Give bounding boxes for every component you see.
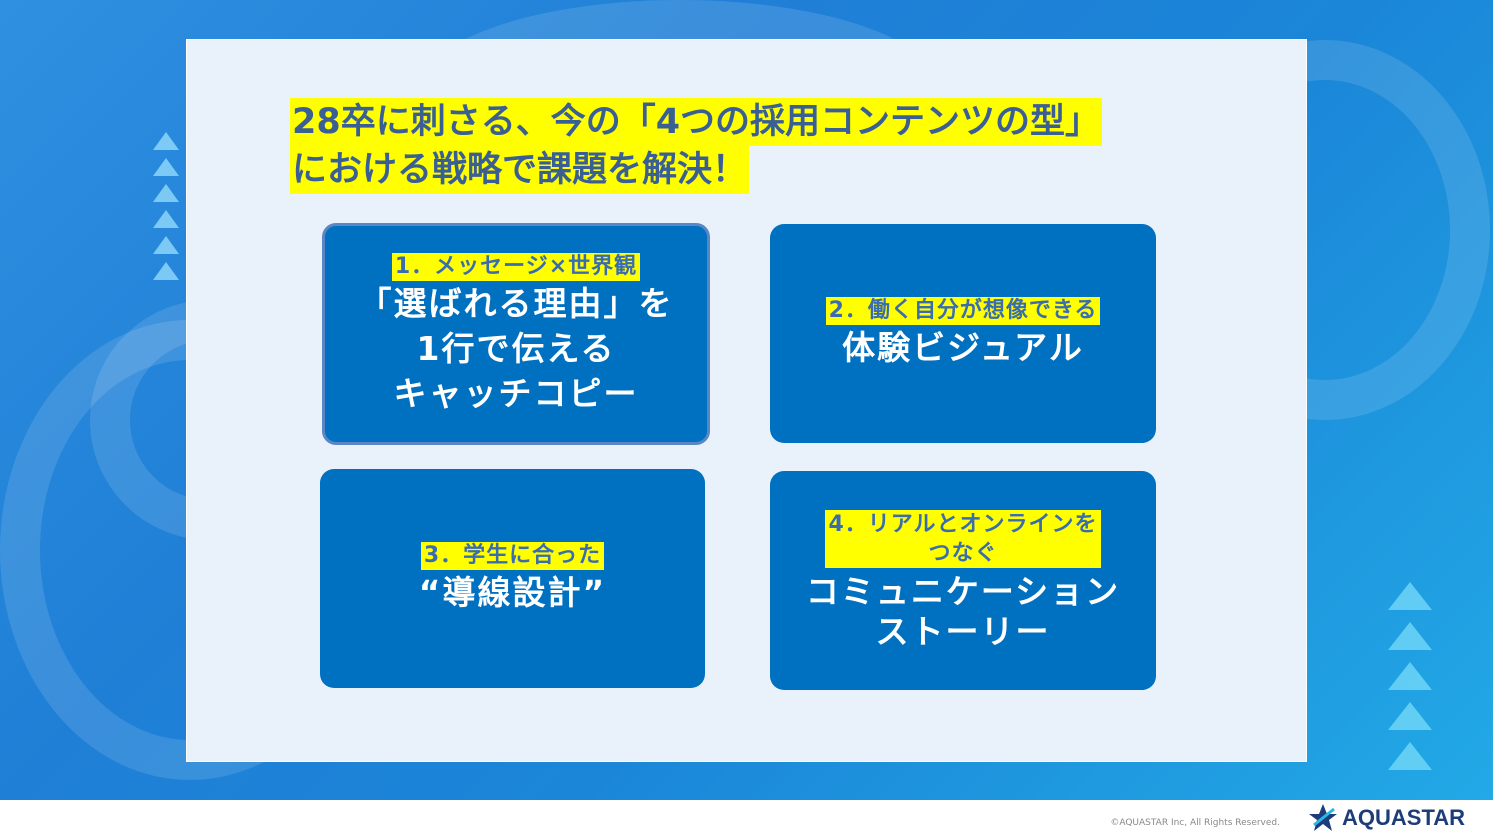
triangle-icon — [153, 262, 179, 280]
triangle-icon — [153, 184, 179, 202]
copyright: ©AQUASTAR Inc, All Rights Reserved. — [1110, 818, 1280, 828]
footer — [0, 800, 1493, 840]
card-catchcopy[interactable]: 1．メッセージ×世界観 「選ばれる理由」を 1行で伝える キャッチコピー — [322, 223, 710, 445]
triangle-icon — [1388, 622, 1432, 650]
card-text: 「選ばれる理由」を 1行で伝える キャッチコピー — [358, 283, 674, 413]
card-subtitle: 4．リアルとオンラインを つなぐ — [825, 509, 1101, 568]
title-line-2: における戦略で課題を解決！ — [290, 146, 750, 194]
card-visual[interactable]: 2．働く自分が想像できる 体験ビジュアル — [770, 224, 1156, 443]
star-logo-icon — [1309, 804, 1337, 831]
card-subtitle: 3．学生に合った — [420, 542, 605, 570]
card-text: コミュニケーション ストーリー — [805, 571, 1121, 651]
logo-text: AQUASTAR — [1342, 805, 1466, 830]
card-flow-design[interactable]: 3．学生に合った “導線設計” — [320, 469, 705, 688]
triangle-icon — [153, 158, 179, 176]
triangle-icon — [153, 132, 179, 150]
triangle-icon — [1388, 702, 1432, 730]
triangle-icon — [153, 210, 179, 228]
card-text: “導線設計” — [418, 573, 607, 612]
logo: AQUASTAR — [1308, 803, 1465, 833]
card-subtitle: 2．働く自分が想像できる — [825, 297, 1101, 325]
card-text: 体験ビジュアル — [842, 328, 1084, 367]
triangle-icon — [1388, 662, 1432, 690]
triangle-icon — [1388, 742, 1432, 770]
title-line-1: 28卒に刺さる、今の「4つの採用コンテンツの型」 — [290, 98, 1103, 146]
triangle-icon — [1388, 582, 1432, 610]
slide-title: 28卒に刺さる、今の「4つの採用コンテンツの型」 における戦略で課題を解決！ — [290, 98, 1103, 194]
triangle-icon — [153, 236, 179, 254]
card-subtitle: 1．メッセージ×世界観 — [391, 252, 641, 281]
card-communication-story[interactable]: 4．リアルとオンラインを つなぐ コミュニケーション ストーリー — [770, 471, 1156, 690]
